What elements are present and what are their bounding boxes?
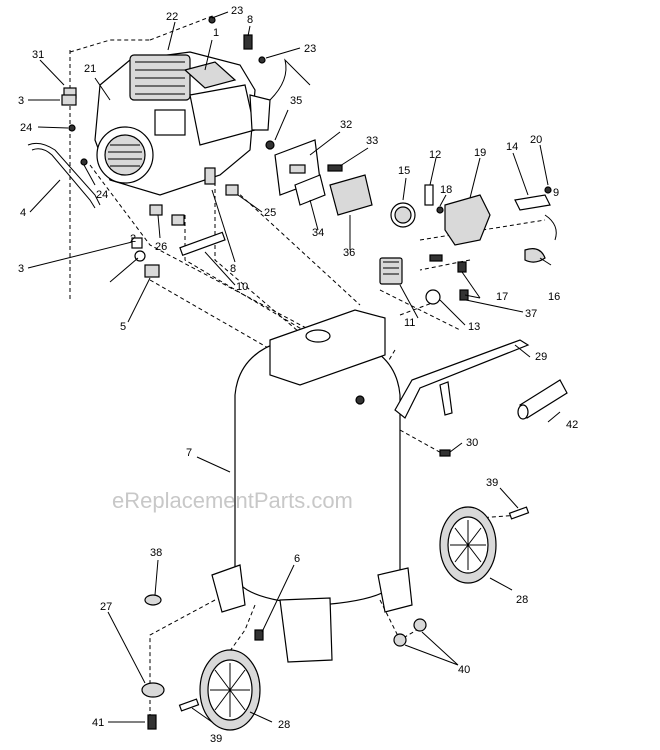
leader-lines: [27, 11, 561, 723]
callout-25: 25: [264, 207, 276, 219]
callout-37: 37: [525, 308, 537, 320]
callout-21: 21: [84, 63, 96, 75]
callout-1: 1: [213, 27, 219, 39]
belt-guard-bracket: [265, 139, 343, 206]
callout-30: 30: [466, 437, 478, 449]
callout-14: 14: [506, 141, 518, 153]
motor-pump-assembly: [94, 51, 311, 196]
callout-18: 18: [440, 184, 452, 196]
lower-hardware: [141, 395, 530, 730]
wheel-left: [199, 649, 261, 731]
wheel-right: [439, 506, 497, 584]
callout-8-top: 8: [247, 14, 253, 26]
callout-6: 6: [294, 553, 300, 565]
callout-40: 40: [458, 664, 470, 676]
callout-22: 22: [166, 11, 178, 23]
callout-41: 41: [92, 717, 104, 729]
callout-33: 33: [366, 135, 378, 147]
callout-28-right: 28: [516, 594, 528, 606]
callout-34: 34: [312, 227, 324, 239]
callout-32: 32: [340, 119, 352, 131]
callout-39-left: 39: [210, 733, 222, 745]
callout-35: 35: [290, 95, 302, 107]
callout-31: 31: [32, 49, 44, 61]
watermark: eReplacementParts.com: [112, 488, 353, 513]
callout-38: 38: [150, 547, 162, 559]
handle: [394, 339, 530, 419]
air-intake-filter: [183, 61, 237, 89]
callout-19: 19: [474, 147, 486, 159]
discharge-tube: [27, 142, 101, 209]
callout-2: 2: [130, 233, 136, 245]
motor-hardware: [149, 16, 266, 257]
shroud-cover: [329, 174, 373, 216]
callout-3-bottom: 3: [18, 263, 24, 275]
callout-8-bottom: 8: [230, 263, 236, 275]
callout-17: 17: [496, 291, 508, 303]
callout-9: 9: [553, 187, 559, 199]
callout-labels: 1 2 3 3 4 5 6 7 8 8 9 10 11 12 13 14 15 …: [18, 5, 578, 745]
callout-13: 13: [468, 321, 480, 333]
callout-28-left: 28: [278, 719, 290, 731]
callout-23-top: 23: [231, 5, 243, 17]
callout-12: 12: [429, 149, 441, 161]
callout-3-top: 3: [18, 95, 24, 107]
callout-24-lower: 24: [96, 189, 108, 201]
callout-39-right: 39: [486, 477, 498, 489]
callout-4: 4: [20, 207, 26, 219]
callout-20: 20: [530, 134, 542, 146]
air-tank: [211, 309, 413, 663]
callout-15: 15: [398, 165, 410, 177]
callout-24-left: 24: [20, 122, 32, 134]
callout-27: 27: [100, 601, 112, 613]
callout-10: 10: [236, 281, 248, 293]
callout-11: 11: [404, 317, 415, 329]
callout-7: 7: [186, 447, 192, 459]
callout-23-right: 23: [304, 43, 316, 55]
callout-42: 42: [566, 419, 578, 431]
callout-16: 16: [548, 291, 560, 303]
callout-5: 5: [120, 321, 126, 333]
callout-26: 26: [155, 241, 167, 253]
control-panel-components: [379, 184, 557, 305]
handle-grip: [517, 379, 568, 420]
callout-36: 36: [343, 247, 355, 259]
callout-29: 29: [535, 351, 547, 363]
